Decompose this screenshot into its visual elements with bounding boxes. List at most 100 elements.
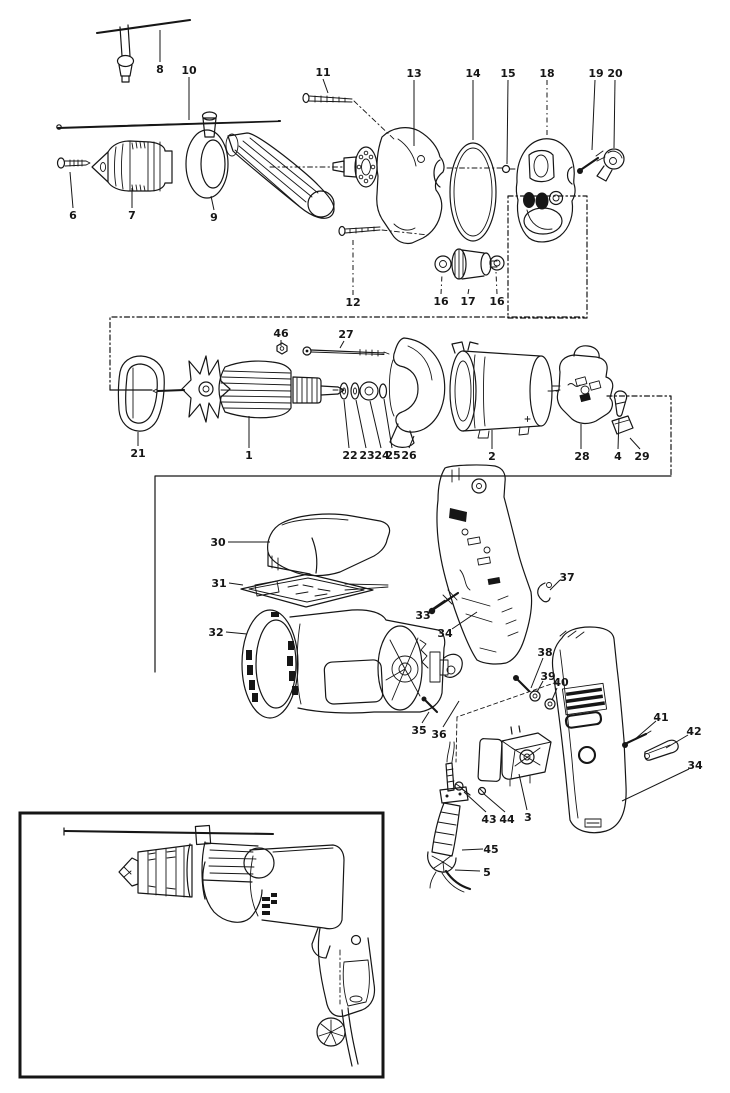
washers-bearing-drawing bbox=[339, 381, 388, 401]
part-callout-11: 11 bbox=[315, 66, 330, 79]
part-callout-21: 21 bbox=[130, 447, 145, 460]
part-callout-37: 37 bbox=[559, 571, 574, 584]
part-callout-5: 5 bbox=[483, 866, 491, 879]
part-leader-9 bbox=[210, 195, 215, 211]
part-callout-31: 31 bbox=[211, 577, 226, 590]
part-callout-1: 1 bbox=[245, 449, 253, 462]
part-callout-15: 15 bbox=[500, 67, 515, 80]
part-leader-19 bbox=[591, 79, 596, 151]
part-callout-28: 28 bbox=[574, 450, 589, 463]
part-leader-15 bbox=[506, 79, 509, 165]
part-callout-24: 24 bbox=[374, 449, 390, 462]
part-callout-30: 30 bbox=[210, 536, 226, 549]
handle-screw-41-drawing bbox=[622, 730, 652, 748]
part-leader-5 bbox=[454, 869, 481, 872]
cord-clamp-42-drawing bbox=[644, 739, 679, 761]
part-callout-33: 33 bbox=[415, 609, 430, 622]
screw11-assembly-line bbox=[353, 100, 397, 142]
brush-cover-drawing bbox=[267, 513, 391, 577]
switch-drawing bbox=[477, 725, 552, 787]
fan-baffle-drawing bbox=[388, 337, 446, 448]
motor-housing-drawing bbox=[241, 609, 456, 719]
part-leader-22 bbox=[343, 399, 350, 449]
part-leader-43 bbox=[463, 791, 487, 813]
bearing-16b-drawing bbox=[489, 255, 505, 271]
pin-35-drawing bbox=[421, 696, 439, 714]
part-callout-36: 36 bbox=[431, 728, 447, 741]
part-callout-44: 44 bbox=[499, 813, 515, 826]
part-leader-41 bbox=[633, 720, 657, 741]
part-callout-3: 3 bbox=[524, 811, 532, 824]
part-callout-34: 34 bbox=[687, 759, 703, 772]
part-callout-40: 40 bbox=[553, 676, 569, 689]
switch-screws-drawing bbox=[454, 781, 487, 796]
housing-section-box bbox=[154, 475, 672, 673]
brush-section-bracket bbox=[606, 395, 672, 477]
part-callout-41: 41 bbox=[653, 711, 668, 724]
part-leader-17 bbox=[467, 287, 470, 295]
pinion-section-box bbox=[507, 195, 588, 319]
depth-rod-drawing bbox=[56, 119, 282, 130]
part-callout-45: 45 bbox=[483, 843, 498, 856]
part-leader-24 bbox=[369, 400, 382, 449]
part-leader-34 bbox=[621, 768, 690, 802]
part-leader-33 bbox=[428, 599, 446, 612]
part-callout-34: 34 bbox=[437, 627, 453, 640]
part-leader-3 bbox=[518, 773, 528, 811]
side-handle-clamp-drawing bbox=[185, 111, 229, 199]
gear-screw-11-drawing bbox=[302, 92, 353, 104]
part-callout-43: 43 bbox=[481, 813, 496, 826]
assembled-drill-inset bbox=[18, 811, 385, 1079]
part-callout-18: 18 bbox=[539, 67, 554, 80]
outer-handle-half-drawing bbox=[551, 626, 627, 834]
part-callout-14: 14 bbox=[465, 67, 481, 80]
part-leader-39 bbox=[536, 680, 544, 693]
armature-drawing bbox=[152, 355, 345, 423]
part-leader-4 bbox=[617, 417, 620, 450]
part-callout-9: 9 bbox=[210, 211, 218, 224]
part-leader-31 bbox=[228, 582, 244, 586]
steel-ball-drawing bbox=[501, 164, 511, 174]
part-callout-12: 12 bbox=[345, 296, 360, 309]
part-callout-17: 17 bbox=[460, 295, 475, 308]
part-leader-6 bbox=[69, 171, 74, 209]
part-callout-35: 35 bbox=[411, 724, 426, 737]
part-leader-26 bbox=[408, 435, 415, 449]
part-callout-42: 42 bbox=[686, 725, 701, 738]
part-callout-10: 10 bbox=[181, 64, 197, 77]
part-leader-37 bbox=[549, 579, 561, 591]
part-leader-11 bbox=[322, 78, 329, 94]
part-callout-23: 23 bbox=[359, 449, 374, 462]
part-callout-22: 22 bbox=[342, 449, 357, 462]
gear-cover-drawing bbox=[515, 138, 576, 243]
part-callout-7: 7 bbox=[128, 209, 136, 222]
part-callout-39: 39 bbox=[540, 670, 555, 683]
side-handle-grip-drawing bbox=[225, 132, 335, 219]
part-leader-16 bbox=[495, 271, 498, 295]
part-callout-16: 16 bbox=[489, 295, 505, 308]
chuck-drawing bbox=[91, 140, 173, 192]
gasket-drawing bbox=[449, 142, 497, 242]
nut-46-drawing bbox=[276, 342, 288, 355]
pinion-gear-drawing bbox=[451, 248, 498, 280]
inset-frame bbox=[18, 811, 385, 1079]
part-callout-25: 25 bbox=[385, 449, 400, 462]
wire-clip-36-drawing bbox=[443, 653, 463, 678]
part-leader-45 bbox=[461, 848, 484, 851]
part-leader-40 bbox=[551, 687, 558, 701]
part-callout-13: 13 bbox=[406, 67, 421, 80]
clip-37-drawing bbox=[537, 582, 552, 603]
carbon-brush-drawing bbox=[613, 390, 628, 417]
screw-33-drawing bbox=[428, 589, 460, 615]
part-callout-26: 26 bbox=[401, 449, 417, 462]
part-leader-44 bbox=[483, 793, 506, 813]
part-leader-25 bbox=[383, 398, 393, 449]
part-callout-46: 46 bbox=[273, 327, 289, 340]
part-leader-20 bbox=[613, 79, 616, 149]
part-leader-29 bbox=[629, 437, 641, 450]
cord-drawing bbox=[429, 869, 472, 893]
through-bolt-27-drawing bbox=[302, 346, 390, 357]
part-leader-36 bbox=[442, 700, 460, 728]
